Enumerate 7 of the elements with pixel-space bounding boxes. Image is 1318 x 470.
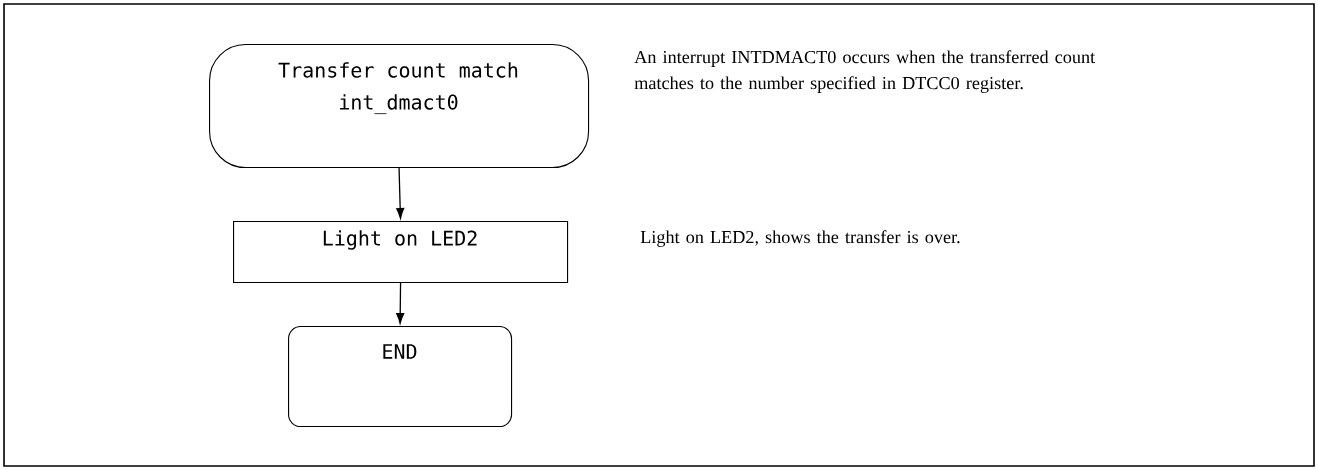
note-text: Light on LED2, shows the transfer is over. (640, 230, 960, 247)
process-box: Light on LED2 (233, 221, 569, 284)
terminal-box: END (288, 326, 513, 428)
arrow (396, 167, 405, 219)
note-text: An interrupt INTDMACT0 occurs when the transferred count matches to the number specified in DTCC0 register. (634, 50, 1096, 93)
terminal-box: Transfer count match int_dmact0 (209, 44, 590, 169)
arrow (396, 282, 405, 324)
